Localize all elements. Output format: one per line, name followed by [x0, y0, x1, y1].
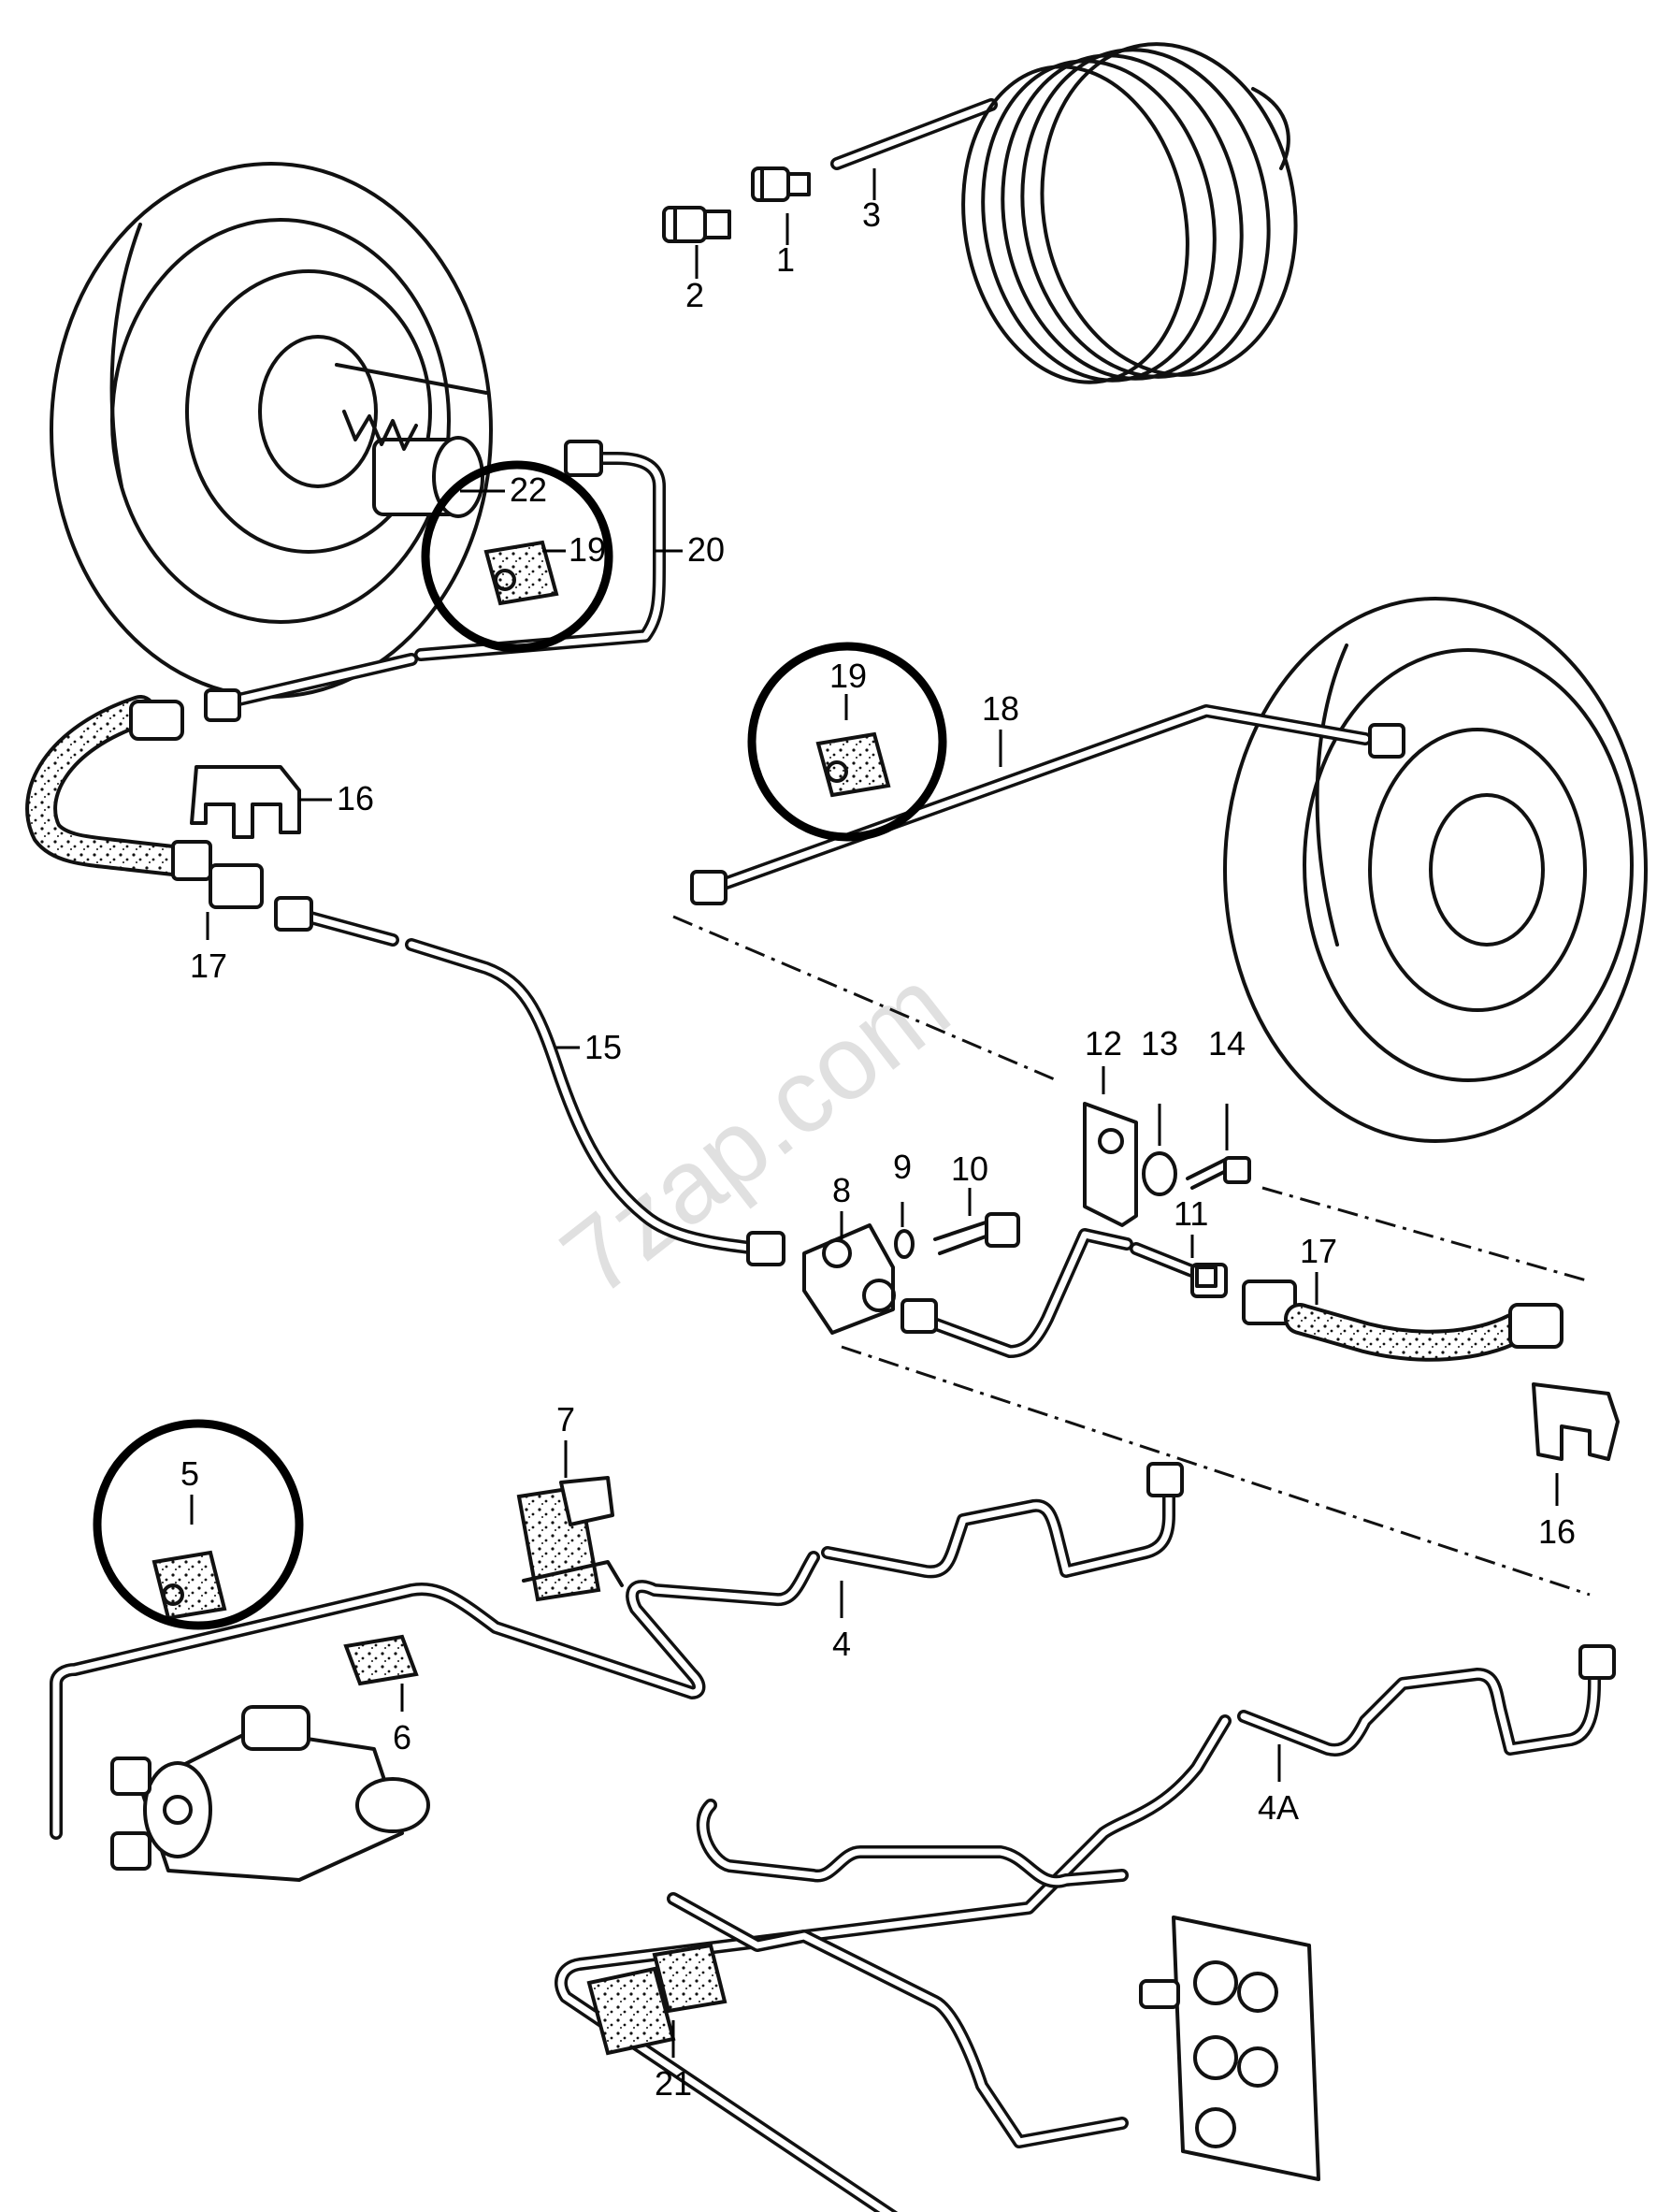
callout-4: 4: [832, 1625, 851, 1663]
clip-part-19-right: [815, 731, 891, 798]
brake-master-cylinder: [110, 1705, 430, 1882]
bracket-part-12: [1083, 1102, 1138, 1227]
pipe-union-part-1: [751, 166, 811, 202]
callout-14: 14: [1208, 1024, 1246, 1063]
union-part-11: [1195, 1265, 1218, 1288]
brake-valve-panel: [1139, 1916, 1320, 2181]
callout-8: 8: [832, 1171, 851, 1209]
callout-20: 20: [687, 530, 725, 569]
pipe-clip-part-6: [343, 1634, 419, 1686]
callout-10: 10: [951, 1149, 988, 1188]
callout-15: 15: [584, 1028, 622, 1066]
hose-clip-left: [190, 765, 301, 839]
callout-17-left: 17: [190, 947, 227, 985]
highlight-circle-19-right: [747, 642, 947, 842]
right-rear-wheel: [1223, 597, 1648, 1143]
callout-16-right: 16: [1538, 1512, 1576, 1551]
left-brake-hose: [25, 695, 264, 909]
callout-18: 18: [982, 689, 1019, 728]
callout-4a: 4A: [1258, 1788, 1299, 1827]
clip-part-5: [151, 1550, 227, 1621]
highlight-circle-19-left: [421, 460, 613, 653]
left-rear-wheel: [50, 162, 493, 699]
callout-19-right: 19: [829, 657, 867, 695]
hose-clip-right: [1532, 1382, 1620, 1461]
brake-distributor-part-8: [802, 1223, 896, 1335]
right-brake-hose: [1242, 1279, 1563, 1362]
pipe-4-nut: [1146, 1462, 1184, 1497]
pipe-20-nut: [564, 440, 603, 477]
callout-12: 12: [1085, 1024, 1122, 1063]
callout-19-left: 19: [569, 530, 606, 569]
washer-part-13: [1142, 1151, 1177, 1196]
callout-6: 6: [393, 1718, 411, 1757]
callout-1: 1: [776, 240, 795, 279]
callout-leaders: [190, 168, 1559, 2058]
pipe-clip-part-7: [516, 1476, 624, 1602]
pipe-union-part-2: [662, 206, 731, 243]
pipe-clip-part-21: [586, 1943, 728, 2056]
spring-washer-part-9: [894, 1229, 915, 1259]
pipe-4a-nut: [1578, 1644, 1616, 1680]
callout-21: 21: [655, 2064, 692, 2103]
highlight-circle-5: [93, 1419, 304, 1630]
callout-16-left: 16: [337, 779, 374, 817]
clip-part-19-left: [483, 540, 559, 606]
callout-17-right: 17: [1300, 1232, 1337, 1270]
callout-3: 3: [862, 195, 881, 234]
callout-13: 13: [1141, 1024, 1178, 1063]
callout-2: 2: [685, 276, 704, 314]
callout-22: 22: [510, 470, 547, 509]
callout-9: 9: [893, 1148, 912, 1186]
callout-7: 7: [556, 1400, 575, 1439]
coiled-brake-pipe: [830, 42, 1298, 384]
screw-part-10: [933, 1212, 1020, 1255]
callout-11: 11: [1174, 1194, 1208, 1233]
callout-5: 5: [180, 1454, 199, 1493]
screw-part-14: [1186, 1156, 1251, 1190]
